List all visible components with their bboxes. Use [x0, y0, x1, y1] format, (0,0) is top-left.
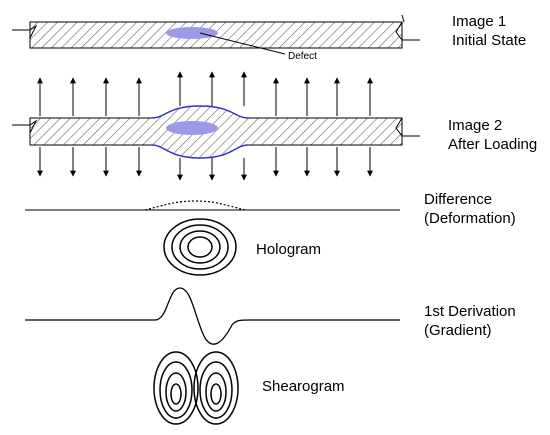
image1-subtitle: Initial State: [452, 32, 527, 49]
difference-subtitle: (Deformation): [424, 210, 516, 227]
defect-ellipse-loaded: [166, 121, 218, 135]
hologram-label: Hologram: [256, 241, 322, 258]
shearogram-fringes: [153, 351, 239, 425]
hologram-fringes: [163, 218, 237, 276]
plate-loaded: [12, 105, 420, 159]
derivation-title: 1st Derivation: [424, 303, 516, 320]
image2-subtitle: After Loading: [448, 136, 538, 153]
deformation-profile: [25, 200, 400, 211]
load-arrows: [37, 71, 373, 181]
defect-pointer: [199, 32, 286, 55]
image2-title: Image 2: [448, 117, 503, 134]
image1-title: Image 1: [452, 13, 507, 30]
gradient-profile: [25, 287, 400, 345]
derivation-subtitle: (Gradient): [424, 322, 492, 339]
difference-title: Difference: [424, 191, 493, 208]
defect-ellipse-initial: [166, 27, 218, 39]
plate-initial: [12, 14, 420, 55]
shearogram-label: Shearogram: [262, 378, 345, 395]
defect-label: Defect: [288, 51, 317, 62]
